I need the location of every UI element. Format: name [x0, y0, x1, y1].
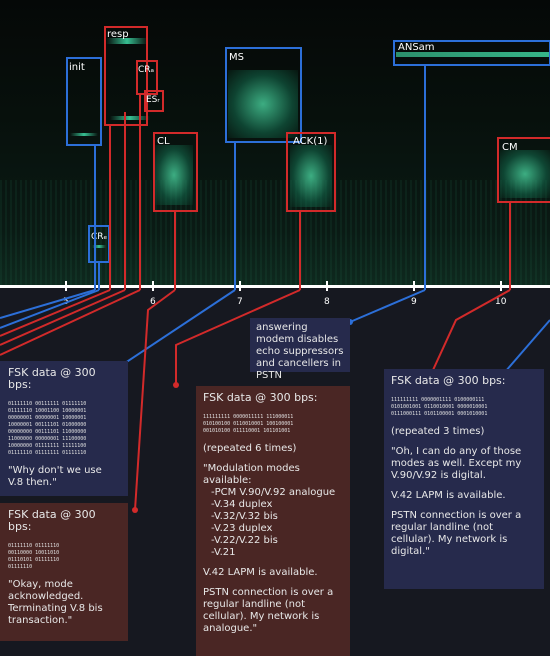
fsk-note-left-1-quote: "Why don't we use V.8 then." [8, 465, 102, 488]
cl-label: CL [157, 136, 170, 147]
tick-mark-7 [239, 281, 241, 291]
bits-row: 010100100 0110010001 100100001 [203, 421, 294, 427]
fsk-note-left-1-title: FSK data @ 300 bps: [8, 366, 96, 391]
cm-box [497, 137, 550, 203]
tone-ack [290, 145, 332, 207]
tick-label-9: 9 [411, 297, 417, 307]
cre-label: CRₑ [91, 232, 108, 242]
bits-row: 01111110 01111110 [8, 543, 60, 549]
tone-ms [228, 70, 298, 138]
tone-resp-a [106, 38, 148, 44]
fsk-note-right-lapm: V.42 LAPM is available. [391, 490, 506, 501]
fsk-note-left-2-quote: "Okay, mode acknowledged. Terminating V.… [8, 579, 103, 626]
ack-box [286, 132, 336, 212]
tone-resp-b [110, 116, 150, 120]
fsk-note-right: FSK data @ 300 bps: 111111111 0000001111… [384, 369, 544, 589]
fsk-note-right-bits: 111111111 0000001111 0100000111 01010010… [391, 397, 537, 418]
bits-row: 001010100 011110001 101101001 [203, 428, 291, 434]
tone-cre [92, 245, 106, 248]
tick-label-7: 7 [237, 297, 243, 307]
bits-row: 10000001 00111101 01000000 [8, 422, 87, 428]
fsk-note-middle: FSK data @ 300 bps: 111111111 0000011111… [196, 386, 350, 656]
time-axis [0, 285, 550, 288]
tick-label-5: 5 [63, 297, 69, 307]
fsk-note-right-quote: "Oh, I can do any of those modes as well… [391, 446, 522, 481]
bits-row: 00000001 00000001 10000001 [8, 415, 87, 421]
cre-diagonal [0, 289, 100, 329]
tick-mark-8 [326, 281, 328, 291]
esr-box [144, 90, 164, 112]
ms-diagonal [121, 289, 236, 366]
fsk-note-middle-modes-intro: "Modulation modes available: [203, 463, 300, 486]
resp-diagonal [0, 289, 111, 337]
bits-row: 0101001001 0110010001 0000010001 [391, 404, 488, 410]
tone-cl [155, 145, 193, 205]
tick-mark-9 [413, 281, 415, 291]
bits-row: 01111110 10001100 10000001 [8, 408, 87, 414]
fsk-note-right-repeat: (repeated 3 times) [391, 426, 485, 437]
tick-label-6: 6 [150, 297, 156, 307]
cl-box [153, 132, 198, 212]
cm-label: CM [502, 142, 518, 153]
cl-dot [132, 507, 138, 513]
bits-row: 10000000 01111111 11111100 [8, 443, 87, 449]
tick-label-10: 10 [495, 297, 507, 307]
fsk-note-middle-lapm: V.42 LAPM is available. [203, 567, 318, 578]
bits-row: 01110101 01111110 [8, 557, 60, 563]
init-box [66, 57, 102, 146]
ack-label: ACK(1) [293, 136, 328, 147]
mode-item: -V.23 duplex [211, 523, 273, 534]
esr-label: ESᵣ [146, 95, 160, 105]
tick-mark-6 [152, 281, 154, 291]
bits-row: 111111111 0000011111 111000011 [203, 414, 294, 420]
ms-label: MS [229, 52, 244, 63]
fsk-note-middle-repeat: (repeated 6 times) [203, 443, 297, 454]
resp-label: resp [107, 29, 129, 40]
right-blue-diagonal [504, 319, 550, 373]
mode-item: -V.34 duplex [211, 499, 273, 510]
ack-dot [173, 382, 179, 388]
init-diagonal [0, 289, 96, 319]
mode-item: -PCM V.90/V.92 analogue [211, 487, 336, 498]
modes-list: -PCM V.90/V.92 analogue -V.34 duplex -V.… [203, 487, 343, 559]
cra-box [136, 60, 158, 95]
tone-ansam [396, 52, 550, 57]
fsk-note-right-title: FSK data @ 300 bps: [391, 374, 506, 387]
ansam-label: ANSam [398, 42, 435, 53]
tick-label-8: 8 [324, 297, 330, 307]
bits-row: 00000000 00111101 11000000 [8, 429, 87, 435]
bits-row: 01111110 00111111 01111110 [8, 401, 87, 407]
bits-row: 111111111 0000001111 0100000111 [391, 397, 485, 403]
mode-item: -V.32/V.32 bis [211, 511, 278, 522]
bits-row: 00110000 10011010 [8, 550, 60, 556]
answering-modem-note: answering modem disables echo suppressor… [250, 318, 350, 381]
tick-mark-10 [500, 281, 502, 291]
fsk-note-left-1-bits: 01111110 00111111 01111110 01111110 1000… [8, 401, 120, 457]
cra-label: CRₐ [138, 65, 155, 75]
bits-row: 11000000 00000001 11100000 [8, 436, 87, 442]
resp-box [104, 26, 148, 126]
ms-box [225, 47, 302, 143]
tick-mark-5 [65, 281, 67, 291]
bits-row: 0111000111 0101100001 0001010001 [391, 411, 488, 417]
bits-row: 01111110 [8, 564, 33, 570]
cra-diagonal [0, 289, 141, 356]
init-label: init [69, 62, 85, 73]
fsk-note-right-pstn: PSTN connection is over a regular landli… [391, 510, 522, 557]
mode-item: -V.21 [211, 547, 236, 558]
mode-item: -V.22/V.22 bis [211, 535, 278, 546]
fsk-note-left-2-bits: 01111110 01111110 00110000 10011010 0111… [8, 543, 120, 571]
bits-row: 01111110 01111111 01111110 [8, 450, 87, 456]
tone-init [70, 133, 98, 136]
tone-cm [500, 150, 550, 198]
fsk-note-middle-pstn: PSTN connection is over a regular landli… [203, 587, 334, 634]
fsk-note-middle-title: FSK data @ 300 bps: [203, 391, 318, 404]
fsk-note-left-2-title: FSK data @ 300 bps: [8, 508, 96, 533]
cl-diagonal [134, 289, 176, 511]
fsk-note-middle-bits: 111111111 0000011111 111000011 010100100… [203, 414, 343, 435]
fsk-note-left-2: FSK data @ 300 bps: 01111110 01111110 00… [0, 503, 128, 641]
fsk-note-left-1: FSK data @ 300 bps: 01111110 00111111 01… [0, 361, 128, 496]
spectrogram-noise [0, 180, 550, 285]
